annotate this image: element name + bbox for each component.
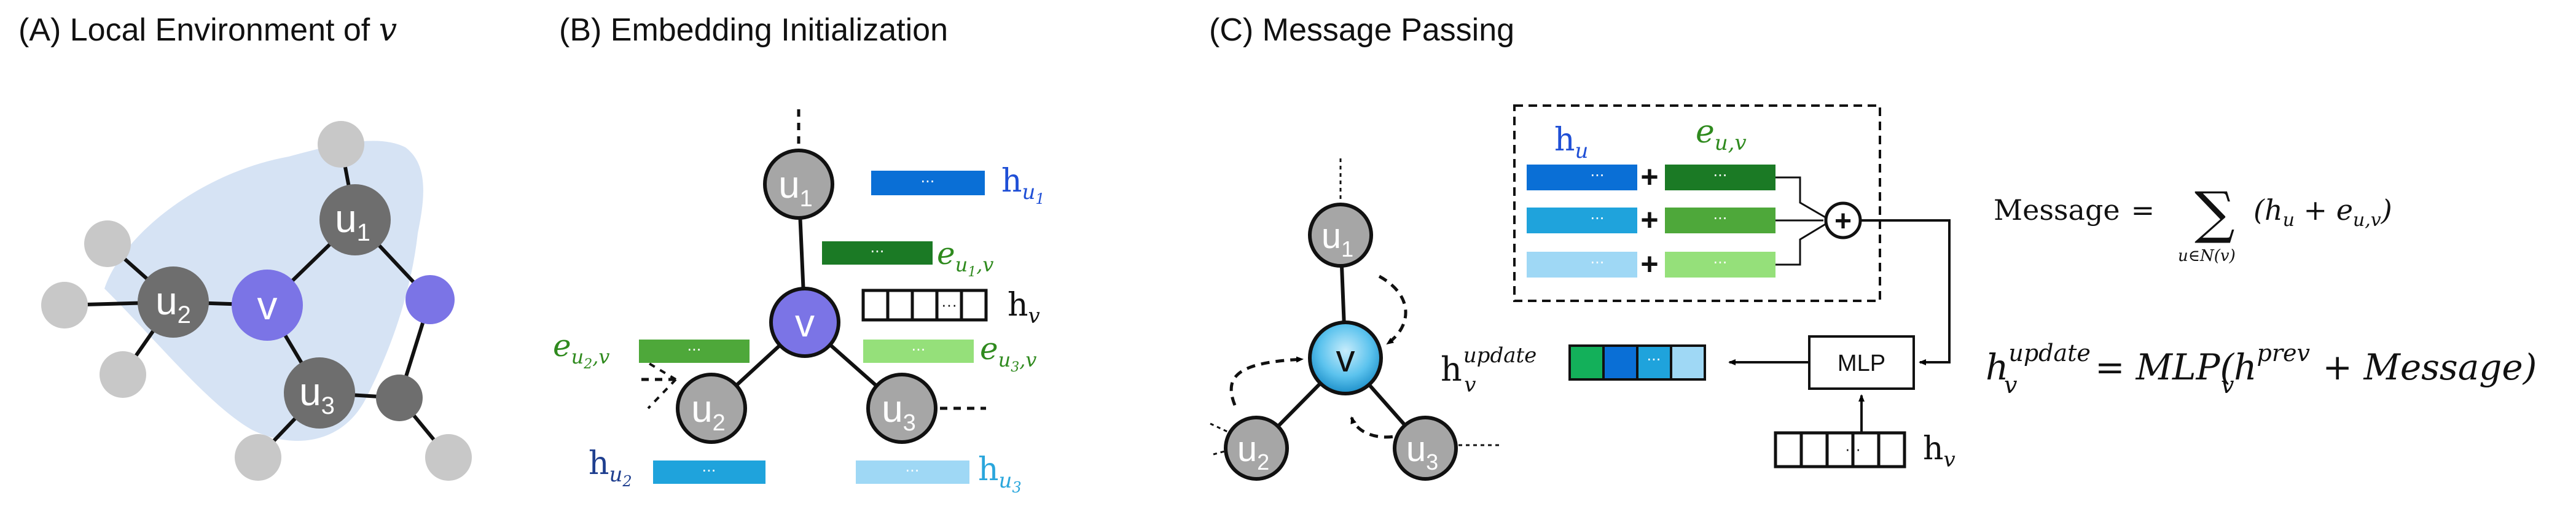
mlp-block: MLP	[1808, 335, 1915, 390]
panel-c: (C) Message Passing u1 v	[1209, 12, 2537, 481]
svg-text:=MLP(hprev + Message): =MLP(hprev + Message)	[2095, 340, 2537, 388]
aggregation-box	[1513, 104, 1881, 302]
sum-operator: +	[1824, 201, 1862, 239]
embedding-h-u3: ···	[856, 460, 969, 484]
label-e-u2v: eu2,v	[553, 328, 609, 372]
label-h-u3: hu3	[978, 451, 1022, 496]
svg-text:u∈N(v): u∈N(v)	[2178, 247, 2236, 265]
label-e-u1v: eu1,v	[937, 236, 993, 280]
embedding-e-u2v: ···	[639, 340, 750, 363]
svg-text:···: ···	[1713, 210, 1728, 227]
svg-text:+: +	[1640, 160, 1658, 194]
svg-text:MLP: MLP	[1838, 351, 1885, 376]
label-h-u1: hu1	[1001, 163, 1045, 208]
embedding-h-v	[861, 289, 988, 322]
panel-a-title: (A) Local Environment of v	[18, 12, 397, 49]
h-v-input-dots: ···	[1845, 440, 1861, 458]
svg-text:u3: u3	[882, 388, 916, 436]
svg-text:···: ···	[1591, 210, 1605, 227]
panel-a: (A) Local Environment of v	[18, 12, 472, 481]
label-e-uv: eu,v	[1696, 114, 1747, 155]
svg-text:···: ···	[1591, 167, 1605, 184]
node-u2: u2	[676, 373, 747, 444]
peripheral-node	[41, 282, 88, 328]
svg-text:···: ···	[702, 462, 716, 480]
sum-connectors	[1775, 176, 1827, 266]
svg-text:u1: u1	[335, 196, 370, 246]
node-u3: u3	[866, 373, 938, 444]
embedding-e-u3v: ···	[863, 340, 974, 363]
svg-text:v: v	[2004, 371, 2018, 398]
svg-text:···: ···	[906, 462, 920, 480]
embedding-h-v-input	[1774, 431, 1906, 468]
svg-text:···: ···	[921, 173, 935, 190]
svg-text:u1: u1	[1321, 216, 1353, 262]
node-u1: u1	[1308, 203, 1373, 268]
peripheral-node	[318, 121, 364, 168]
svg-text:u1: u1	[778, 164, 813, 212]
label-e-u3v: eu3,v	[980, 331, 1036, 375]
label-h-u2: hu2	[589, 445, 632, 490]
svg-text:+: +	[1640, 203, 1658, 237]
node-v: v	[232, 270, 303, 341]
ring-node	[405, 275, 455, 324]
peripheral-node	[100, 351, 146, 398]
svg-text:v: v	[257, 282, 278, 328]
svg-text:(hu + eu,v): (hu + eu,v)	[2253, 193, 2392, 231]
node-u3: u3	[284, 357, 355, 429]
svg-text:∑: ∑	[2194, 180, 2235, 246]
message-row-3: ··· + ···	[1527, 247, 1775, 281]
peripheral-node	[425, 434, 472, 481]
node-u2: u2	[138, 266, 209, 338]
svg-text:···: ···	[871, 243, 885, 260]
message-row-2: ··· + ···	[1527, 203, 1775, 237]
panel-b-title: (B) Embedding Initialization	[559, 12, 948, 48]
node-u3: u3	[1393, 416, 1458, 481]
node-u1: u1	[763, 149, 834, 220]
svg-text:+: +	[1834, 205, 1852, 238]
svg-text:Message=: Message=	[1994, 193, 2155, 227]
svg-text:v: v	[1336, 338, 1355, 380]
svg-text:u3: u3	[1406, 429, 1438, 475]
update-equation: hupdate v =MLP(hprev + Message) v	[1986, 340, 2537, 398]
svg-text:···: ···	[687, 341, 702, 359]
svg-text:u2: u2	[691, 388, 726, 436]
svg-text:u2: u2	[155, 279, 191, 328]
svg-text:v: v	[2221, 371, 2234, 398]
message-row-1: ··· + ···	[1527, 160, 1775, 194]
label-h-u: hu	[1554, 122, 1588, 163]
label-h-v-input: hv	[1923, 430, 1955, 472]
node-u2: u2	[1224, 416, 1289, 481]
node-v: v	[769, 287, 840, 358]
svg-text:v: v	[795, 301, 815, 345]
embedding-e-u1v: ···	[822, 241, 933, 265]
svg-text:···: ···	[1591, 254, 1605, 271]
node-u1: u1	[319, 184, 391, 255]
embedding-h-update: ···	[1568, 344, 1706, 381]
peripheral-node	[84, 220, 131, 267]
peripheral-node	[235, 434, 281, 481]
svg-text:···: ···	[1713, 167, 1728, 184]
ring-node	[376, 375, 423, 421]
h-v-dots: ···	[941, 295, 957, 314]
panel-b: (B) Embedding Initialization u1 v u2	[553, 12, 1045, 496]
embedding-h-u2: ···	[653, 460, 765, 484]
svg-text:···: ···	[1713, 254, 1728, 271]
panel-c-title: (C) Message Passing	[1209, 12, 1514, 48]
svg-text:···: ···	[912, 341, 926, 359]
svg-text:hupdate: hupdate	[1986, 340, 2091, 388]
embedding-h-u1: ···	[871, 171, 985, 195]
svg-text:+: +	[1640, 247, 1658, 281]
svg-text:···: ···	[1647, 351, 1661, 368]
svg-text:u2: u2	[1237, 429, 1269, 475]
node-v: v	[1308, 321, 1383, 395]
message-equation: Message= ∑ u∈N(v) (hu + eu,v)	[1994, 180, 2392, 265]
svg-text:u3: u3	[299, 370, 335, 419]
label-h-v: hv	[1008, 287, 1040, 328]
